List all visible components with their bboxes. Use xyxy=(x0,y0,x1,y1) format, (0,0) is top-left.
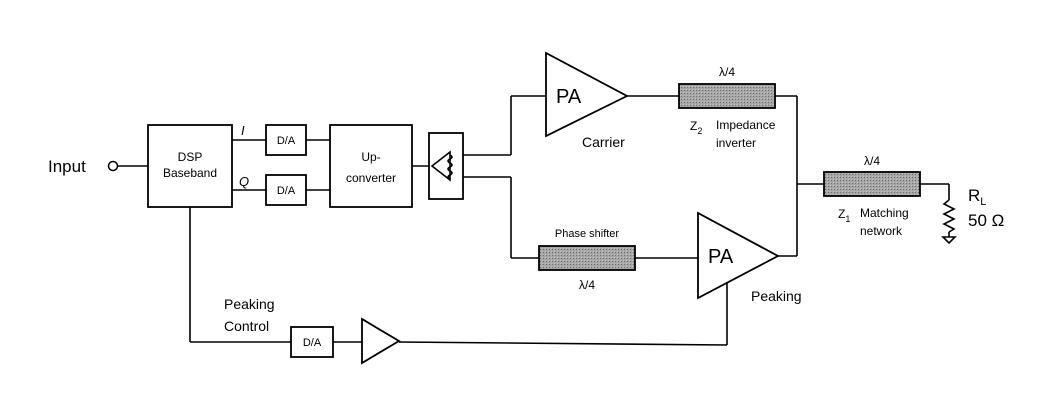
carrier-label: Carrier xyxy=(582,134,625,150)
inverter-label: inverter xyxy=(716,136,756,150)
control-driver-amplifier-icon xyxy=(361,317,401,365)
da-i-label: D/A xyxy=(277,135,296,147)
control-wire-to-peaking-pa xyxy=(398,341,728,346)
z1-label: Z1 xyxy=(838,207,850,224)
z2-label: Z2 xyxy=(690,119,702,136)
phase-shifter-label: Phase shifter xyxy=(555,228,620,240)
da-q-label: D/A xyxy=(277,185,296,197)
peaking-control-label-line1: Peaking xyxy=(224,296,275,312)
q-label: Q xyxy=(239,174,249,189)
matching-label: Matching xyxy=(860,206,909,220)
peaking-label: Peaking xyxy=(751,288,802,304)
dsp-label-line2: Baseband xyxy=(163,166,217,180)
dsp-label-line1: DSP xyxy=(178,150,203,164)
power-splitter-icon xyxy=(428,132,464,200)
da-control-label: D/A xyxy=(303,337,322,349)
impedance-inverter-lambda-label: λ/4 xyxy=(719,65,735,79)
input-label: Input xyxy=(48,157,86,176)
load-ohms-label: 50 Ω xyxy=(968,211,1004,230)
upconverter-label-line1: Up- xyxy=(361,150,380,164)
matching-lambda-label: λ/4 xyxy=(864,154,880,168)
ground-icon xyxy=(941,236,957,245)
carrier-pa-label: PA xyxy=(556,86,582,108)
carrier-pa-amplifier-icon xyxy=(545,51,629,138)
network-label: network xyxy=(860,224,903,238)
matching-network-transmission-line xyxy=(823,171,921,197)
peaking-pa-amplifier-icon xyxy=(697,211,780,300)
upconverter-block xyxy=(329,124,413,208)
load-resistor-icon xyxy=(942,199,956,233)
input-terminal xyxy=(107,160,119,172)
peaking-control-label-line2: Control xyxy=(224,318,269,334)
rl-label: RL xyxy=(968,186,986,208)
i-label: I xyxy=(241,123,245,138)
upconverter-label-line2: converter xyxy=(346,171,396,185)
phase-shifter-transmission-line xyxy=(538,245,636,271)
impedance-inverter-transmission-line xyxy=(678,83,776,109)
da-converter-i xyxy=(265,124,307,156)
peaking-pa-label: PA xyxy=(708,246,734,268)
impedance-label: Impedance xyxy=(716,118,776,132)
phase-shifter-lambda-label: λ/4 xyxy=(579,278,595,292)
da-converter-q xyxy=(265,174,307,206)
